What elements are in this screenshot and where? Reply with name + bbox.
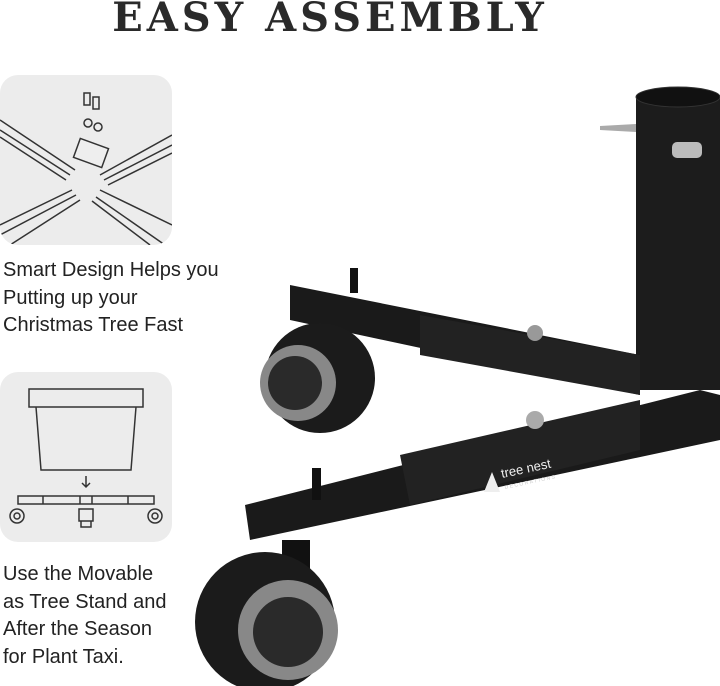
page-title: EASY ASSEMBLY [112, 0, 548, 41]
feature-line: as Tree Stand and [3, 590, 167, 613]
feature-line: Smart Design Helps you [3, 259, 219, 281]
feature-line: Use the Movable [3, 563, 154, 585]
assembly-illustration-card [0, 75, 172, 245]
plant-taxi-illustration-card [0, 372, 172, 542]
tree-stand-product-image: tree nest DECORATIONS [195, 86, 720, 686]
feature-line: After the Season [3, 618, 152, 640]
feature-line: for Plant Taxi. [3, 645, 124, 668]
feature-description-1: Smart Design Helps you Putting up your C… [3, 257, 219, 340]
feature-line: Putting up your [3, 286, 138, 309]
feature-description-2: Use the Movable as Tree Stand and After … [3, 561, 166, 671]
stand-pole [636, 95, 720, 390]
plant-taxi-icon [9, 388, 163, 528]
feature-line: Christmas Tree Fast [3, 314, 184, 336]
assembly-cross-icon [0, 92, 172, 245]
